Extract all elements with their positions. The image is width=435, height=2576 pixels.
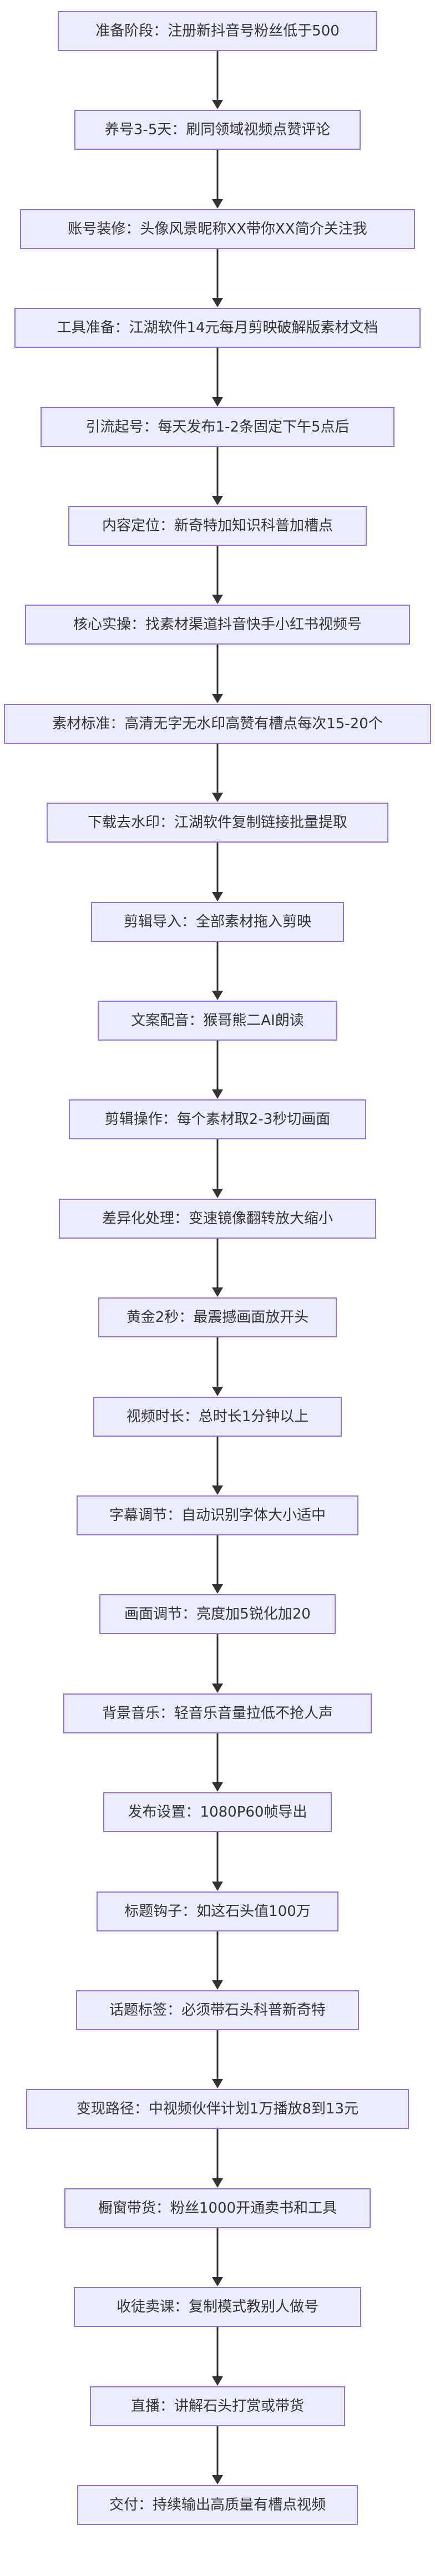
node-course-selling: 收徒卖课：复制模式教别人做号 — [74, 2287, 361, 2327]
arrow-head — [212, 991, 223, 1000]
arrow-head — [212, 496, 223, 505]
node-nurture-account: 养号3-5天：刷同领域视频点赞评论 — [74, 110, 361, 150]
node-core-practice: 核心实操：找素材渠道抖音快手小红书视频号 — [25, 605, 410, 645]
node-live-stream: 直播：讲解石头打赏或带货 — [90, 2386, 345, 2426]
arrow-head — [212, 298, 223, 307]
node-subtitle-adjust: 字幕调节：自动识别字体大小适中 — [77, 1495, 358, 1535]
arrow-head — [212, 1287, 223, 1297]
arrow-head — [212, 1683, 223, 1693]
arrow-head — [212, 1980, 223, 1990]
arrow-head — [212, 2475, 223, 2484]
arrow-head — [212, 1485, 223, 1495]
node-picture-adjust: 画面调节：亮度加5锐化加20 — [99, 1594, 336, 1634]
arrow-head — [212, 892, 223, 901]
node-publish-settings: 发布设置：1080P60帧导出 — [103, 1792, 332, 1832]
node-account-decoration: 账号装修：头像风景昵称XX带你XX简介关注我 — [20, 209, 415, 249]
arrow-head — [212, 397, 223, 407]
node-title-hook: 标题钩子：如这石头值100万 — [97, 1892, 338, 1931]
arrow-head — [212, 595, 223, 604]
arrow-head — [212, 1782, 223, 1792]
arrow-head — [212, 1584, 223, 1594]
arrow-head — [212, 694, 223, 703]
node-download-watermark: 下载去水印：江湖软件复制链接批量提取 — [47, 803, 388, 843]
arrow-head — [212, 199, 223, 209]
node-differentiation: 差异化处理：变速镜像翻转放大缩小 — [59, 1199, 376, 1239]
node-material-standard: 素材标准：高清无字无水印高赞有槽点每次15-20个 — [4, 704, 431, 744]
node-monetization-path: 变现路径：中视频伙伴计划1万播放8到13元 — [26, 2089, 409, 2129]
node-tool-prep: 工具准备：江湖软件14元每月剪映破解版素材文档 — [14, 308, 421, 348]
node-video-duration: 视频时长：总时长1分钟以上 — [93, 1397, 342, 1437]
node-showcase-selling: 橱窗带货：粉丝1000开通卖书和工具 — [64, 2188, 371, 2228]
arrow-head — [212, 1387, 223, 1396]
node-edit-operation: 剪辑操作：每个素材取2-3秒切画面 — [69, 1099, 366, 1139]
arrow-head — [212, 2376, 223, 2386]
node-traffic-start: 引流起号：每天发布1-2条固定下午5点后 — [41, 407, 394, 447]
node-edit-import: 剪辑导入：全部素材拖入剪映 — [91, 902, 344, 942]
arrow-head — [212, 100, 223, 109]
node-golden-2s: 黄金2秒：最震撼画面放开头 — [98, 1297, 337, 1337]
arrow-head — [212, 2079, 223, 2088]
node-delivery: 交付：持续输出高质量有槽点视频 — [77, 2485, 358, 2525]
node-voiceover: 文案配音：猴哥熊二AI朗读 — [98, 1001, 337, 1041]
arrow-head — [212, 1882, 223, 1891]
node-prepare: 准备阶段：注册新抖音号粉丝低于500 — [58, 11, 377, 51]
node-topic-tags: 话题标签：必须带石头科普新奇特 — [76, 1990, 359, 2030]
arrow-head — [212, 2277, 223, 2286]
node-background-music: 背景音乐：轻音乐音量拉低不抢人声 — [63, 1693, 372, 1733]
node-content-positioning: 内容定位：新奇特加知识科普加槽点 — [68, 506, 367, 546]
arrow-head — [212, 2178, 223, 2188]
arrow-head — [212, 1089, 223, 1099]
arrow-head — [212, 793, 223, 802]
arrow-head — [212, 1189, 223, 1198]
